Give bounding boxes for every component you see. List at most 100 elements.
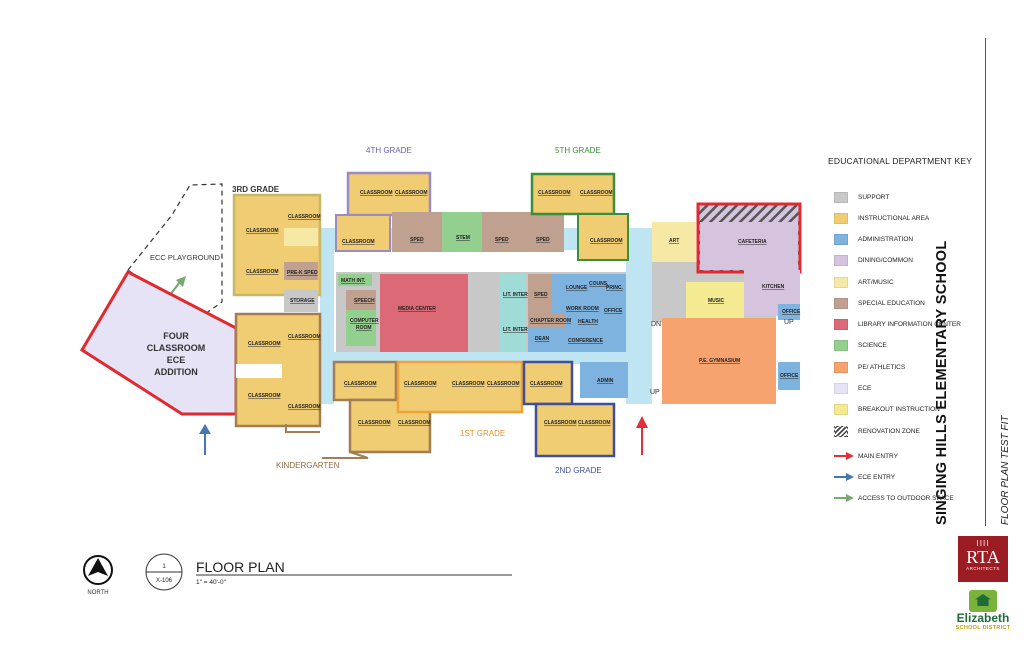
main-entry-arrowhead: [636, 416, 648, 428]
office-core-label: OFFICE: [604, 308, 623, 314]
math-int-room: [338, 274, 372, 286]
gym-room: [662, 318, 776, 404]
key-item-dining: DINING/COMMON: [834, 253, 913, 267]
key-swatch: [834, 425, 848, 437]
music-label: MUSIC: [708, 298, 725, 304]
key-swatch: [834, 212, 848, 224]
g4-classroom-2: CLASSROOM: [395, 190, 428, 196]
media-center-room: [380, 274, 468, 352]
blue-arrow-icon: [834, 473, 854, 481]
storage-room: [284, 290, 318, 312]
g3-classroom-1: CLASSROOM: [246, 228, 279, 234]
sped-room-1: [392, 212, 442, 252]
grade5-label: 5TH GRADE: [555, 146, 601, 155]
g1-classroom-3: CLASSROOM: [398, 420, 431, 426]
g1-classroom-1: CLASSROOM: [344, 381, 377, 387]
sped-2-label: SPED: [495, 237, 509, 243]
grade1-orange: [396, 360, 524, 414]
up-label: UP: [650, 389, 660, 396]
prek-sped-room: [284, 262, 318, 280]
lit-inter-1-label: LIT. INTER: [503, 292, 528, 298]
district-logo: Elizabeth SCHOOL DISTRICT: [946, 590, 1020, 631]
g5-classroom-2: CLASSROOM: [580, 190, 613, 196]
detail-number: 1: [162, 564, 166, 570]
g1-classroom-4: CLASSROOM: [404, 381, 437, 387]
east-office-1: [778, 304, 800, 320]
sped-1-label: SPED: [410, 237, 424, 243]
key-label: SPECIAL EDUCATION: [858, 299, 925, 307]
grade2-label: 2ND GRADE: [555, 466, 602, 475]
sped-core-label: SPED: [534, 292, 548, 298]
kinder-grade1-bracket: [322, 451, 369, 459]
sped-room-3: [522, 212, 564, 252]
lit-inter-2: [500, 314, 526, 352]
speech-room: [346, 290, 376, 310]
title-divider-line: [985, 38, 986, 526]
g4-classroom-3: CLASSROOM: [342, 239, 375, 245]
key-swatch: [834, 233, 848, 245]
g1-classroom-5: CLASSROOM: [452, 381, 485, 387]
chapter-room-label: CHAPTER ROOM: [530, 318, 571, 324]
project-title: SINGING HILLS ELEMENTARY SCHOOL: [934, 240, 950, 525]
key-label: ECE: [858, 384, 872, 392]
g2-classroom-1: CLASSROOM: [530, 381, 563, 387]
east-office-2-label: OFFICE: [780, 373, 799, 379]
up-label-2: UP: [784, 319, 794, 326]
kindergarten-label: KINDERGARTEN: [276, 461, 340, 470]
kitchen-label: KITCHEN: [762, 284, 785, 290]
key-label: ART/MUSIC: [858, 278, 894, 286]
district-subtext: SCHOOL DISTRICT: [955, 625, 1011, 631]
computer-label-1: COMPUTER: [350, 318, 379, 324]
corridor-east: [626, 228, 652, 404]
sped-room-2: [482, 212, 522, 252]
health-label: HEALTH: [578, 319, 598, 325]
lit-inter-1: [500, 274, 526, 314]
kinder-bracket: [285, 424, 320, 433]
g3-classroom-2: CLASSROOM: [288, 214, 321, 220]
key-swatch: [834, 403, 848, 415]
grade1-label: 1ST GRADE: [460, 429, 505, 438]
k-classroom-1: CLASSROOM: [248, 341, 281, 347]
corridor-west: [320, 228, 334, 404]
g3-classroom-3: CLASSROOM: [246, 269, 279, 275]
key-swatch: [834, 382, 848, 394]
speech-label: SPEECH: [354, 298, 375, 304]
computer-room: [346, 310, 376, 346]
key-swatch: [834, 361, 848, 373]
key-label: ACCESS TO OUTDOOR SPACE: [858, 494, 954, 502]
outdoor-access-arrowhead: [176, 276, 186, 287]
computer-label-2: ROOM: [356, 325, 372, 331]
key-label: ECE ENTRY: [858, 473, 896, 481]
key-item-administration: ADMINISTRATION: [834, 232, 913, 246]
g1-classroom-6: CLASSROOM: [487, 381, 520, 387]
dn-label: DN: [651, 321, 661, 328]
east-office-2: [778, 362, 800, 390]
grade5-wing: [530, 172, 616, 216]
district-name: Elizabeth: [956, 611, 1010, 625]
stem-room: [442, 212, 482, 252]
admin-room: [580, 362, 628, 398]
media-center-label: MEDIA CENTER: [398, 306, 436, 312]
key-label: PE/ ATHLETICS: [858, 363, 906, 371]
chapter-room: [528, 314, 566, 328]
north-label: NORTH: [87, 590, 108, 596]
key-item-art-music: ART/MUSIC: [834, 275, 894, 289]
rta-logo: IIII RTA ARCHITECTS: [958, 536, 1008, 582]
key-label: SCIENCE: [858, 341, 887, 349]
key-arrow-main-entry: MAIN ENTRY: [834, 449, 898, 463]
key-label: INSTRUCTIONAL AREA: [858, 214, 930, 222]
ece-entry-arrowhead: [199, 424, 211, 434]
ece-addition-line3: ECE: [167, 355, 186, 365]
key-label: DINING/COMMON: [858, 256, 913, 264]
key-item-breakout: BREAKOUT INSTRUCTION: [834, 402, 940, 416]
rta-columns-icon: IIII: [976, 539, 990, 548]
g5-classroom-3: CLASSROOM: [590, 238, 623, 244]
lounge-label: LOUNGE: [566, 285, 588, 291]
princ-label: PRINC.: [606, 285, 624, 291]
grade4-label: 4TH GRADE: [366, 146, 412, 155]
key-item-support: SUPPORT: [834, 190, 889, 204]
key-arrow-ece-entry: ECE ENTRY: [834, 470, 895, 484]
ece-addition-line1: FOUR: [163, 331, 189, 341]
cafeteria-body: [700, 222, 798, 270]
key-label: BREAKOUT INSTRUCTION: [858, 405, 940, 413]
